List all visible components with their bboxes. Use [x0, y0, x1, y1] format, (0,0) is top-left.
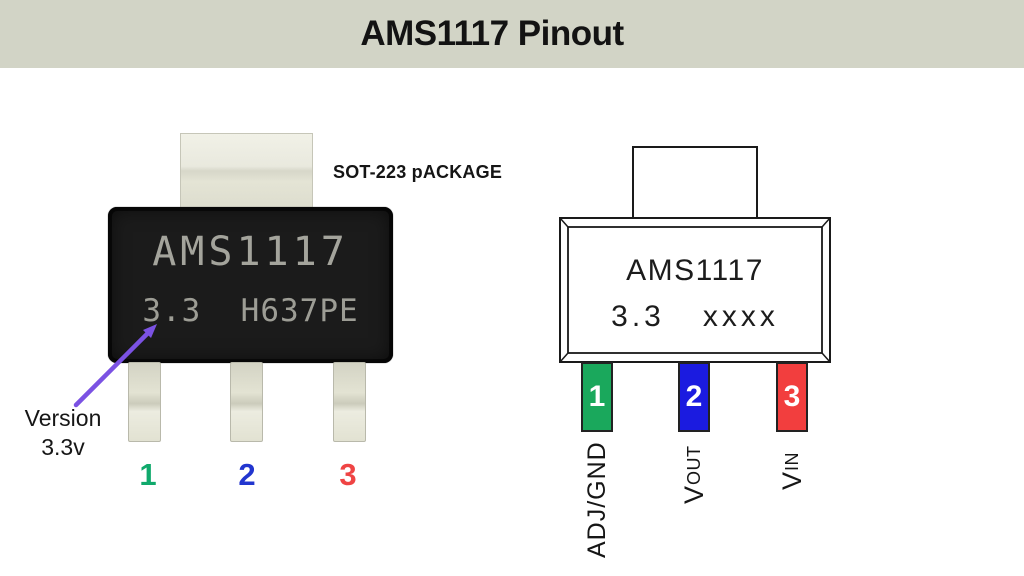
diagram-pin-2: 2: [678, 362, 710, 432]
chip-photo-metal-tab: [180, 133, 313, 211]
pin-2-label-subscript: OUT: [684, 445, 704, 485]
pin-3-function-label: VIN: [777, 440, 807, 490]
diagram-pin-3: 3: [776, 362, 808, 432]
chip-photo-leg-1: [128, 362, 161, 442]
photo-pin-number-3: 3: [339, 457, 357, 492]
chip-photo-leg-3: [333, 362, 366, 442]
diagram-marking-line2: 3.3 xxxx: [568, 299, 822, 335]
version-note: Version 3.3v: [13, 404, 113, 462]
version-arrow-icon: [73, 324, 157, 408]
photo-pin-number-1: 1: [139, 457, 157, 492]
diagram-pin-2-number: 2: [685, 380, 703, 413]
chip-photo-body: [108, 207, 393, 363]
chip-photo-marking-line2: 3.3 H637PE: [142, 293, 359, 329]
version-note-line1: Version: [24, 405, 102, 431]
pin-2-function-label: VOUT: [679, 440, 709, 504]
header-bar: AMS1117 Pinout: [0, 0, 1024, 68]
pin-3-label-main: V: [777, 470, 807, 490]
photo-pin-number-2: 2: [238, 457, 256, 492]
diagram-pin-1: 1: [581, 362, 613, 432]
diagram-marking-code: xxxx: [702, 300, 779, 333]
sot223-outline-drawing: [559, 146, 831, 363]
package-type-label: SOT-223 pACKAGE: [333, 162, 503, 182]
chip-photo-leg-2: [230, 362, 263, 442]
chip-photo-marking-line1: AMS1117: [152, 229, 349, 275]
diagram-pin-3-number: 3: [783, 380, 801, 413]
diagram-pin-1-number: 1: [588, 380, 606, 413]
page-title: AMS1117 Pinout: [360, 14, 624, 53]
pin-2-label-main: V: [679, 484, 709, 504]
pin-3-label-subscript: IN: [782, 451, 802, 471]
diagram-marking-version: 3.3: [611, 300, 665, 333]
pin-1-function-label: ADJ/GND: [583, 441, 611, 558]
version-note-line2: 3.3v: [41, 434, 85, 460]
diagram-marking-line1: AMS1117: [626, 254, 764, 287]
